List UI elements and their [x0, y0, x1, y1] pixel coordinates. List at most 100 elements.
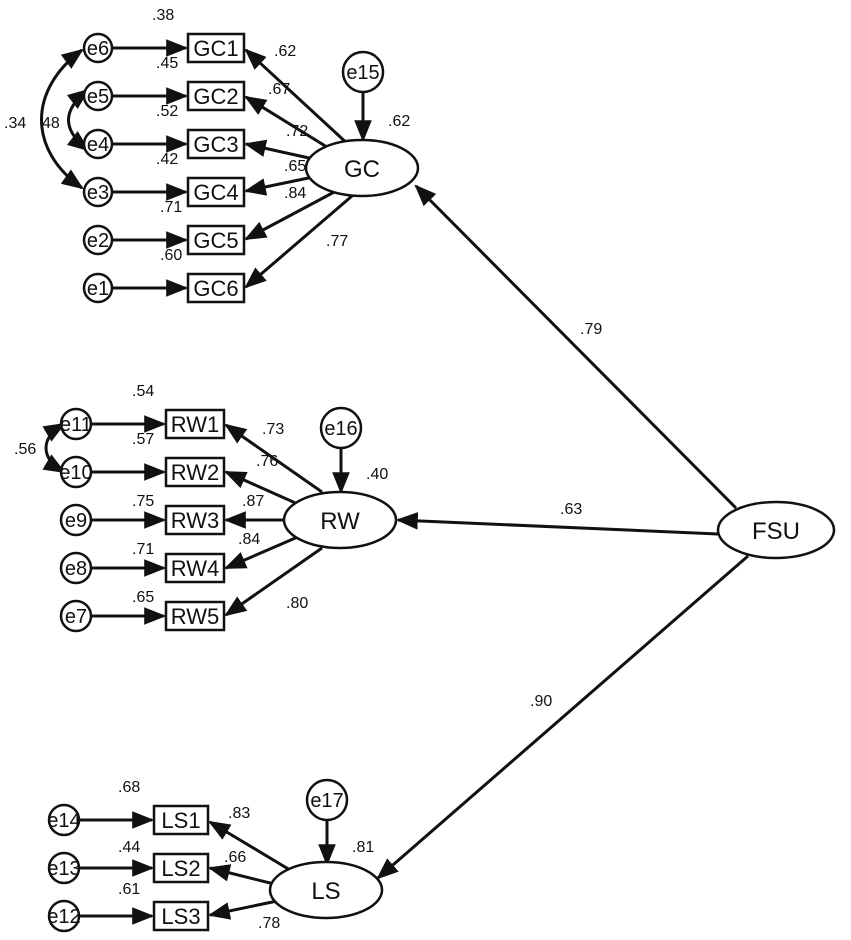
indicator-box-gc3 — [186, 128, 246, 160]
loading-arrow-gc4 — [243, 174, 319, 196]
loading-value-rw1: .73 — [262, 421, 284, 438]
loading-arrow-ls3 — [207, 898, 283, 920]
indicator-r2-gc6: .60 — [160, 247, 182, 264]
latent-label-fsu: FSU — [752, 518, 800, 545]
error-term-e3 — [82, 176, 114, 208]
disturbance-label-e15: e15 — [346, 62, 379, 84]
indicator-box-gc4 — [186, 176, 246, 208]
loading-value-rw3: .87 — [242, 493, 264, 510]
loading-arrow-gc3 — [243, 139, 319, 162]
indicator-label-ls1: LS1 — [161, 808, 200, 833]
loading-value-rw2: .76 — [256, 453, 278, 470]
latent-factor-ls — [268, 860, 384, 920]
path-coef-fsu-rw: .63 — [560, 501, 582, 518]
loading-arrow-rw5 — [224, 546, 323, 617]
indicator-label-gc6: GC6 — [193, 276, 238, 301]
indicator-label-rw2: RW2 — [171, 460, 220, 485]
indicator-r2-ls2: .44 — [118, 839, 140, 856]
latent-label-rw: RW — [320, 508, 360, 535]
indicator-label-gc1: GC1 — [193, 36, 238, 61]
indicator-label-rw3: RW3 — [171, 508, 220, 533]
cov-label-e5-e4: 48 — [42, 115, 60, 132]
indicator-box-gc5 — [186, 224, 246, 256]
error-label-e2: e2 — [87, 230, 109, 252]
cov-arc-e6-e3 — [40, 48, 84, 190]
latent-factor-gc — [304, 138, 420, 198]
loading-arrow-rw2 — [223, 470, 301, 507]
r2-gc: .62 — [388, 113, 410, 130]
ls-block: e14 e13 e12 LS1 LS2 LS3 .68 .44 .61 .83 … — [47, 778, 384, 933]
loading-value-gc4: .65 — [284, 158, 306, 175]
path-arrow-fsu-gc — [414, 184, 738, 510]
rw-block: .56 e11 e10 e9 e8 e7 RW1 RW2 RW3 RW4 RW5… — [14, 383, 398, 633]
r2-ls: .81 — [352, 839, 374, 856]
indicator-r2-gc4: .42 — [156, 151, 178, 168]
loading-value-rw5: .80 — [286, 595, 308, 612]
indicator-label-rw4: RW4 — [171, 556, 220, 581]
error-label-e9: e9 — [65, 510, 87, 532]
loading-arrow-ls2 — [207, 864, 275, 886]
indicator-box-rw5 — [164, 600, 226, 632]
indicator-label-gc3: GC3 — [193, 132, 238, 157]
cov-label-e11-e10: .56 — [14, 441, 36, 458]
indicator-label-ls3: LS3 — [161, 904, 200, 929]
error-term-e13 — [47, 851, 81, 885]
indicator-label-gc4: GC4 — [193, 180, 238, 205]
indicator-r2-ls3: .61 — [118, 881, 140, 898]
indicator-r2-gc5: .71 — [160, 199, 182, 216]
r2-rw: .40 — [366, 466, 388, 483]
path-coef-fsu-gc: .79 — [580, 321, 602, 338]
indicator-label-rw1: RW1 — [171, 412, 220, 437]
disturbance-label-e16: e16 — [324, 418, 357, 440]
indicator-r2-ls1: .68 — [118, 779, 140, 796]
indicator-r2-rw2: .57 — [132, 431, 154, 448]
loading-value-gc5: .84 — [284, 185, 306, 202]
path-arrow-fsu-rw — [395, 512, 719, 536]
indicator-r2-gc2: .45 — [156, 55, 178, 72]
loading-value-gc1: .62 — [274, 43, 296, 60]
indicator-r2-rw4: .71 — [132, 541, 154, 558]
loading-value-gc6: .77 — [326, 233, 348, 250]
indicator-box-gc2 — [186, 80, 246, 112]
error-term-e9 — [59, 503, 93, 537]
error-label-e10: e10 — [59, 462, 92, 484]
indicator-label-gc5: GC5 — [193, 228, 238, 253]
cov-label-e6-e3: .34 — [4, 115, 26, 132]
loading-value-rw4: .84 — [238, 531, 260, 548]
loading-value-gc2: .67 — [268, 81, 290, 98]
error-label-e13: e13 — [47, 858, 80, 880]
error-term-e10 — [59, 455, 93, 489]
error-term-e7 — [59, 599, 93, 633]
indicator-box-gc1 — [186, 32, 246, 64]
loading-arrow-gc5 — [244, 188, 339, 241]
loading-value-ls3: .78 — [258, 915, 280, 932]
loading-arrow-ls1 — [208, 820, 301, 878]
path-coef-fsu-ls: .90 — [530, 693, 552, 710]
error-term-e6 — [82, 32, 114, 64]
disturbance-label-e17: e17 — [310, 790, 343, 812]
error-label-e1: e1 — [87, 278, 109, 300]
fsu-block: .79 .63 .90 FSU — [376, 184, 836, 880]
error-label-e5: e5 — [87, 86, 109, 108]
error-term-e12 — [47, 899, 81, 933]
latent-label-gc: GC — [344, 156, 380, 183]
gc-block: .34 48 e6 e5 e4 e3 e2 e1 GC1 GC2 GC3 GC4… — [4, 7, 420, 304]
loading-arrow-gc6 — [244, 194, 353, 289]
loading-arrow-rw4 — [223, 534, 301, 570]
indicator-label-gc2: GC2 — [193, 84, 238, 109]
loading-arrow-gc2 — [244, 95, 336, 154]
indicator-r2-rw3: .75 — [132, 493, 154, 510]
error-label-e7: e7 — [65, 606, 87, 628]
latent-factor-fsu — [716, 500, 836, 560]
loading-value-gc3: .72 — [286, 123, 308, 140]
error-label-e6: e6 — [87, 38, 109, 60]
cov-arc-e5-e4 — [66, 88, 90, 152]
loading-arrow-gc1 — [244, 48, 352, 148]
indicator-label-rw5: RW5 — [171, 604, 220, 629]
indicator-box-ls1 — [152, 804, 210, 836]
indicator-box-gc6 — [186, 272, 246, 304]
error-label-e14: e14 — [47, 810, 80, 832]
latent-label-ls: LS — [311, 878, 340, 905]
indicator-r2-gc3: .52 — [156, 103, 178, 120]
error-term-e5 — [82, 80, 114, 112]
